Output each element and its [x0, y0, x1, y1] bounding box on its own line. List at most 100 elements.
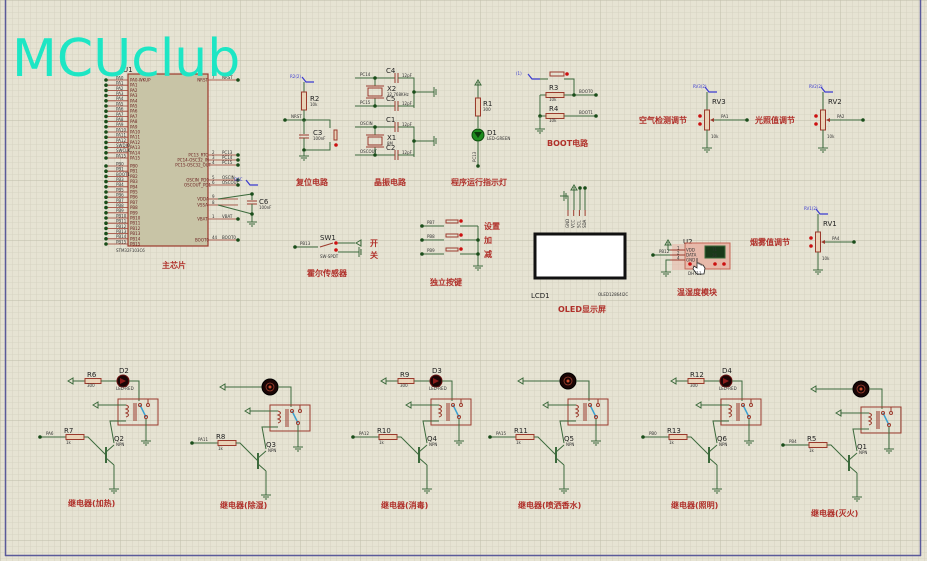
- transistor-collector: [848, 452, 858, 461]
- pin-number: 1: [212, 214, 215, 219]
- pin-net: PB5: [116, 187, 124, 192]
- relay-body[interactable]: [430, 398, 472, 426]
- transistor-collector: [555, 444, 565, 453]
- boot-button[interactable]: [549, 71, 565, 77]
- dht-humidity-value: 71: [712, 247, 718, 252]
- watermark: MCUclub: [12, 29, 240, 89]
- junction-dot: [594, 93, 598, 97]
- voltage-probe-icon: [815, 208, 828, 215]
- voltage-probe-icon: [820, 86, 833, 93]
- junction-dot: [104, 130, 108, 134]
- dht-display[interactable]: [704, 245, 726, 259]
- motor-ring: [265, 382, 275, 392]
- key-button-3[interactable]: [445, 247, 459, 252]
- pin-name: PA10: [130, 130, 140, 135]
- pin-number: 5: [212, 175, 215, 180]
- section-title: 继电器(灭火): [811, 508, 858, 518]
- junction-dot: [104, 145, 108, 150]
- key-button-1[interactable]: [445, 219, 459, 224]
- voltage-probe-icon: [704, 86, 717, 93]
- ground-icon: [293, 443, 303, 452]
- cap-value: 12pF: [402, 150, 413, 155]
- motor-hub: [859, 387, 863, 391]
- pin-name: PA13: [130, 145, 140, 150]
- pin-name: NRST: [197, 78, 208, 83]
- resistor-ref: R7: [64, 427, 73, 435]
- relay-body[interactable]: [720, 398, 762, 426]
- resistor-value: 300: [87, 383, 95, 388]
- net-label: PB9: [427, 248, 435, 253]
- relay-coil-icon: [727, 404, 732, 418]
- ground-icon: [591, 437, 601, 446]
- led-value: LED-RED: [429, 386, 447, 391]
- net-label: PA12: [359, 431, 369, 436]
- resistor-value: 1k: [809, 448, 815, 453]
- mcu-body[interactable]: [127, 73, 209, 247]
- transistor-emitter: [848, 465, 858, 474]
- power-arrow: [570, 184, 578, 191]
- net-label: PA2: [837, 114, 845, 119]
- section-title: 继电器(照明): [671, 500, 718, 510]
- transistor-ref: Q4: [427, 435, 438, 443]
- section-title: 霍尔传感器: [307, 268, 348, 278]
- relay-contact: [742, 404, 750, 418]
- pin-net: PC14: [222, 155, 233, 160]
- relay-terminal: [144, 415, 148, 419]
- relay-terminal: [747, 415, 751, 419]
- pin-name: VBAT: [197, 217, 208, 222]
- transistor-type: NPN: [268, 448, 276, 453]
- oled-display[interactable]: [533, 232, 627, 280]
- key-button-2[interactable]: [445, 233, 459, 238]
- relay-body[interactable]: [567, 398, 609, 426]
- switch-lever[interactable]: [319, 242, 334, 248]
- junction-dot: [302, 148, 306, 152]
- relay-contact: [139, 404, 147, 418]
- wire: [398, 77, 415, 108]
- pin-name: PB0: [130, 164, 138, 169]
- junction-dot: [104, 140, 108, 145]
- reset-button[interactable]: [333, 129, 338, 141]
- junction-dot: [293, 245, 297, 249]
- junction-dot: [104, 78, 108, 82]
- resistor-value: 300: [400, 383, 408, 388]
- oled-pin-name: SDA: [582, 219, 587, 228]
- resistor-value: 1k: [669, 440, 675, 445]
- relay-body[interactable]: [860, 406, 902, 434]
- resistor-ref: R11: [514, 427, 528, 435]
- relay-body[interactable]: [269, 404, 311, 432]
- transistor-collector: [418, 444, 428, 453]
- ground-icon: [559, 485, 569, 494]
- crystal-body: [367, 87, 383, 97]
- wire: [534, 436, 557, 456]
- relay-terminal: [741, 403, 745, 407]
- relay-terminal: [887, 423, 891, 427]
- pin-name: BOOT0: [195, 238, 209, 243]
- junction-dot: [104, 211, 108, 215]
- wire: [109, 420, 126, 444]
- led-ref: D2: [119, 367, 129, 375]
- junction-dot: [373, 104, 377, 108]
- pin-state-dot: [334, 143, 338, 147]
- relay-coil-icon: [437, 404, 442, 418]
- relay-body[interactable]: [117, 398, 159, 426]
- ground-icon: [852, 493, 862, 502]
- oled-ref: LCD1: [531, 292, 550, 300]
- power-terminal-icon: [570, 184, 578, 195]
- junction-dot: [104, 190, 108, 194]
- junction-dot: [104, 99, 108, 103]
- pin-net: OSCOUT: [222, 180, 240, 185]
- pin-name: PA8: [130, 119, 138, 124]
- pin-name: PA15: [130, 156, 140, 161]
- net-label: PB4: [789, 439, 797, 444]
- ground-icon: [535, 125, 545, 134]
- wire: [285, 119, 331, 128]
- resistor-ref: R12: [690, 371, 704, 379]
- motor-hub: [566, 379, 570, 383]
- ground-icon: [712, 485, 722, 494]
- pin-name: PB12: [130, 226, 141, 231]
- resistor-ref: R9: [400, 371, 409, 379]
- transistor-emitter: [418, 457, 428, 466]
